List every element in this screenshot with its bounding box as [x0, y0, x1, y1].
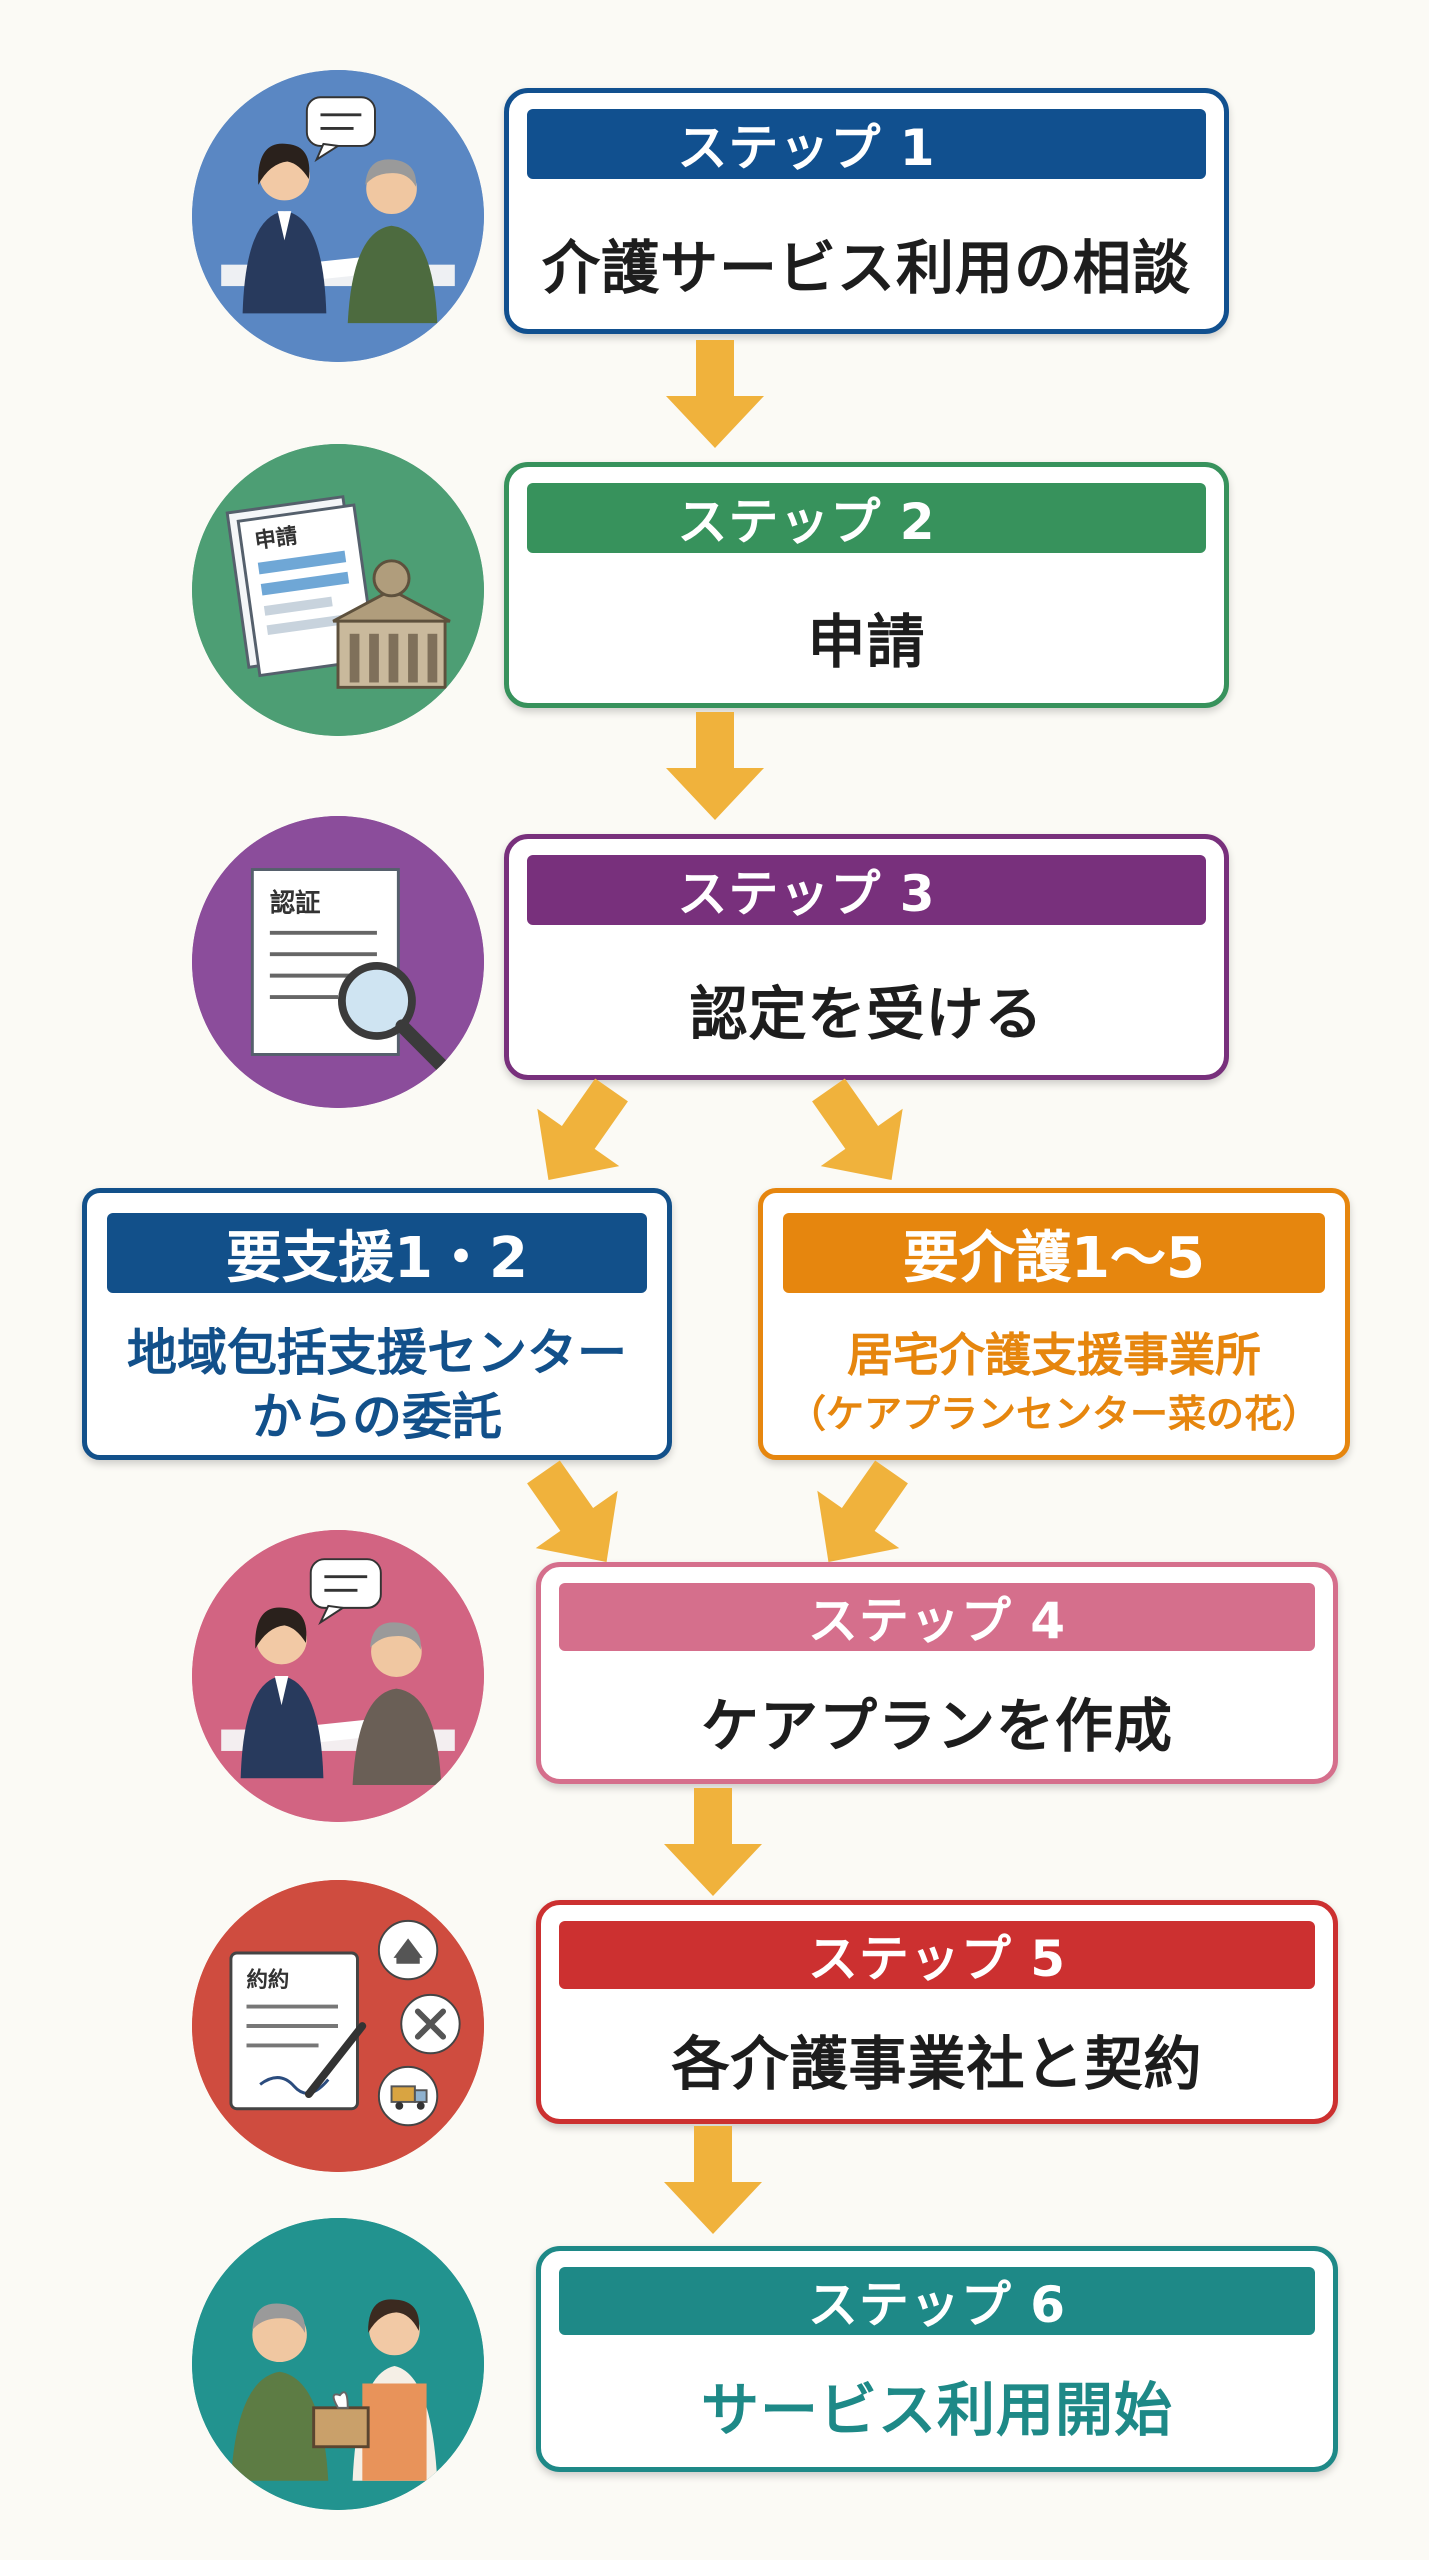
step1-text: 介護サービス利用の相談 [541, 234, 1191, 302]
step6-text: サービス利用開始 [700, 2376, 1173, 2444]
support-branch-box: 要支援1・2 地域包括支援センター からの委託 [82, 1188, 672, 1460]
step1-icon [192, 70, 484, 362]
step4-box: ステップ 4 ケアプランを作成 [536, 1562, 1338, 1784]
step1-box: ステップ 1 介護サービス利用の相談 [504, 88, 1229, 334]
step5-text: 各介護事業社と契約 [671, 2030, 1203, 2098]
step5-icon: 約約 [192, 1880, 484, 2172]
step2-label: ステップ 2 [677, 493, 936, 551]
step4-icon [192, 1530, 484, 1822]
arrow-care-to-step4 [800, 1460, 920, 1572]
step2-text: 申請 [807, 608, 926, 676]
step3-icon: 認証 [192, 816, 484, 1108]
step6-label-bar: ステップ 6 [559, 2267, 1315, 2335]
care-title-bar: 要介護1〜5 [783, 1213, 1325, 1293]
arrow-step4-to-step5 [658, 1788, 768, 1898]
step1-label-bar: ステップ 1 [527, 109, 1206, 179]
step3-box: ステップ 3 認定を受ける [504, 834, 1229, 1080]
arrow-step2-to-step3 [660, 712, 770, 822]
step3-text: 認定を受ける [689, 980, 1044, 1048]
arrow-support-to-step4 [515, 1460, 635, 1572]
step2-label-bar: ステップ 2 [527, 483, 1206, 553]
step5-label-bar: ステップ 5 [559, 1921, 1315, 1989]
arrow-step3-to-care [800, 1078, 920, 1190]
support-line2: からの委託 [252, 1388, 502, 1446]
support-line1: 地域包括支援センター [127, 1324, 627, 1382]
step4-text: ケアプランを作成 [700, 1692, 1173, 1760]
arrow-step1-to-step2 [660, 340, 770, 450]
arrow-step5-to-step6 [658, 2126, 768, 2236]
step2-icon: 申請 [192, 444, 484, 736]
support-title-bar: 要支援1・2 [107, 1213, 647, 1293]
step6-icon [192, 2218, 484, 2510]
svg-text:申請: 申請 [253, 523, 299, 555]
care-line2: （ケアプランセンター菜の花） [787, 1392, 1320, 1436]
support-title: 要支援1・2 [226, 1225, 528, 1291]
svg-text:認証: 認証 [270, 888, 321, 917]
step4-label-bar: ステップ 4 [559, 1583, 1315, 1651]
step2-box: ステップ 2 申請 [504, 462, 1229, 708]
step5-box: ステップ 5 各介護事業社と契約 [536, 1900, 1338, 2124]
step3-label: ステップ 3 [677, 865, 936, 923]
svg-text:約約: 約約 [247, 1967, 290, 1993]
step5-label: ステップ 5 [807, 1930, 1067, 1988]
step3-label-bar: ステップ 3 [527, 855, 1206, 925]
step6-box: ステップ 6 サービス利用開始 [536, 2246, 1338, 2472]
care-branch-box: 要介護1〜5 居宅介護支援事業所 （ケアプランセンター菜の花） [758, 1188, 1350, 1460]
care-line1: 居宅介護支援事業所 [847, 1328, 1261, 1382]
step6-label: ステップ 6 [807, 2276, 1067, 2334]
arrow-step3-to-support [520, 1078, 640, 1190]
care-title: 要介護1〜5 [903, 1225, 1205, 1291]
step4-label: ステップ 4 [807, 1592, 1067, 1650]
step1-label: ステップ 1 [677, 119, 936, 177]
